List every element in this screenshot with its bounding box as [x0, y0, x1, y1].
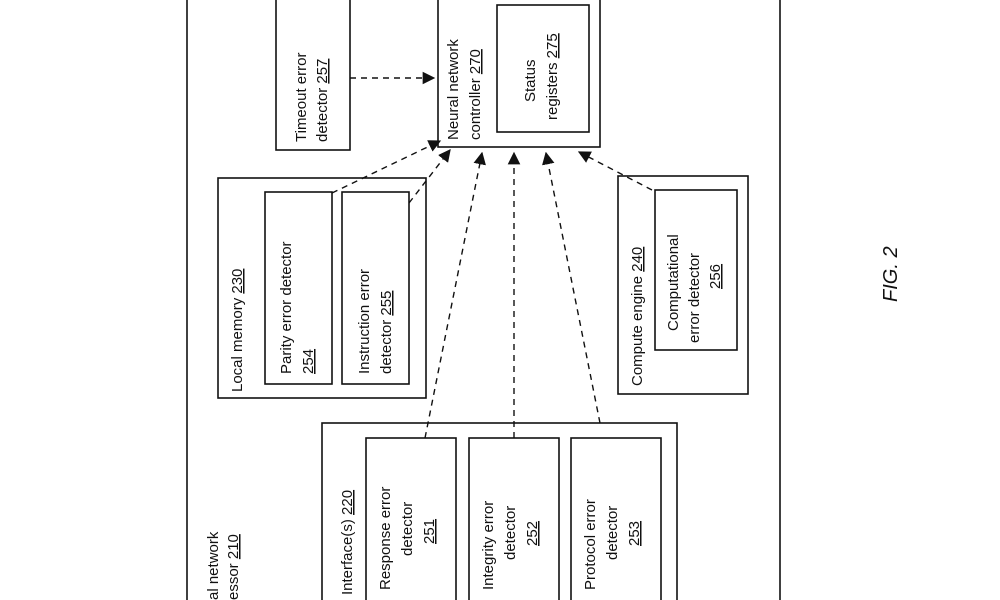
parity-error-detector-box — [264, 191, 333, 385]
response-error-detector-box — [365, 437, 457, 600]
interfaces-label: Interface(s) 220 — [339, 490, 356, 595]
instruction-error-detector-box — [341, 191, 410, 385]
arrow-instruction-to-controller — [408, 149, 451, 204]
figure-label: FIG. 2 — [880, 246, 902, 302]
arrow-computational-to-controller — [577, 151, 653, 191]
arrow-protocol-to-controller — [542, 151, 601, 424]
status-registers-box — [496, 4, 590, 133]
compute-engine-label: Compute engine 240 — [629, 247, 646, 386]
protocol-error-detector-box — [570, 437, 662, 600]
local-memory-label: Local memory 230 — [229, 269, 246, 392]
arrow-parity-to-controller — [331, 140, 442, 194]
arrow-response-to-controller — [424, 151, 486, 439]
computational-error-detector-box — [654, 189, 738, 351]
